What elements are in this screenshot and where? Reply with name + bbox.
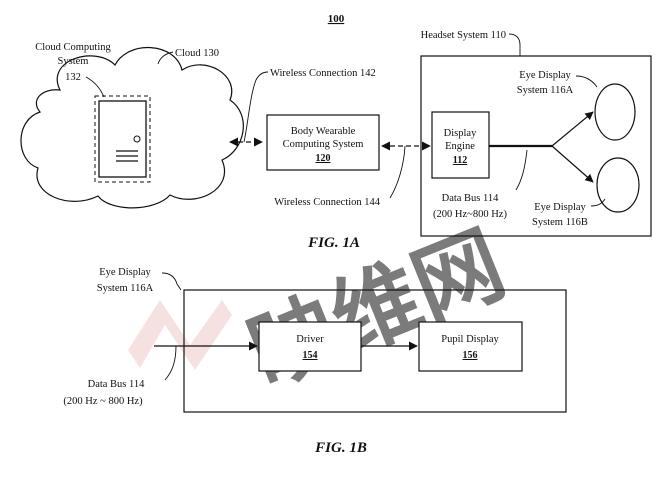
driver-label: Driver xyxy=(296,334,324,345)
display-engine-label-2: Engine xyxy=(445,141,475,152)
body-wearable-ref: 120 xyxy=(316,153,331,164)
watermark-text: 映维网 xyxy=(235,212,518,406)
cloud-computing-label-1: Cloud Computing xyxy=(35,42,111,53)
cloud-computing-dashed-box xyxy=(94,95,151,183)
body-wearable-label-1: Body Wearable xyxy=(291,126,356,137)
pupil-display-ref: 156 xyxy=(463,350,478,361)
eye-display-b xyxy=(596,157,640,213)
data-bus-1a-label-2: (200 Hz~800 Hz) xyxy=(433,209,507,220)
wireless-142-label: Wireless Connection 142 xyxy=(270,68,376,79)
fig-1a-caption: FIG. 1A xyxy=(307,235,360,251)
body-wearable-box xyxy=(266,114,380,171)
data-bus-1b-label-1: Data Bus 114 xyxy=(88,379,146,390)
data-bus-to-eye-b xyxy=(551,145,594,183)
cloud-computing-ref: 132 xyxy=(65,72,81,83)
pupil-display-box xyxy=(418,321,523,372)
pupil-display-label: Pupil Display xyxy=(441,334,499,345)
server-light xyxy=(133,135,141,143)
headset-label: Headset System 110 xyxy=(421,30,506,41)
cloud-computing-label-2: System xyxy=(58,56,89,67)
display-engine-label-1: Display xyxy=(444,128,477,139)
eye-display-1b-label-1: Eye Display xyxy=(99,267,151,278)
figure-number: 100 xyxy=(328,13,345,25)
eye-display-a xyxy=(594,83,636,141)
eye-display-1b-label-2: System 116A xyxy=(97,283,154,294)
watermark-logo xyxy=(128,300,232,370)
driver-box xyxy=(258,321,362,372)
data-bus-1a-label-1: Data Bus 114 xyxy=(442,193,500,204)
cloud-label: Cloud 130 xyxy=(175,48,219,59)
eye-display-a-label-1: Eye Display xyxy=(519,70,571,81)
server-box xyxy=(98,100,147,178)
body-wearable-label-2: Computing System xyxy=(283,139,364,150)
cloud-shape xyxy=(20,46,244,209)
eye-display-b-label-2: System 116B xyxy=(532,217,588,228)
eye-display-a-label-2: System 116A xyxy=(517,85,574,96)
display-engine-box xyxy=(431,111,490,179)
fig-1b-caption: FIG. 1B xyxy=(314,440,367,456)
eye-display-b-label-1: Eye Display xyxy=(534,202,586,213)
headset-box xyxy=(420,55,652,237)
display-engine-ref: 112 xyxy=(453,155,467,166)
data-bus-to-eye-a xyxy=(551,111,594,147)
wireless-144-label: Wireless Connection 144 xyxy=(274,197,380,208)
data-bus-1b-label-2: (200 Hz ~ 800 Hz) xyxy=(63,396,143,407)
eye-display-1b-box xyxy=(183,289,567,413)
driver-ref: 154 xyxy=(303,350,318,361)
